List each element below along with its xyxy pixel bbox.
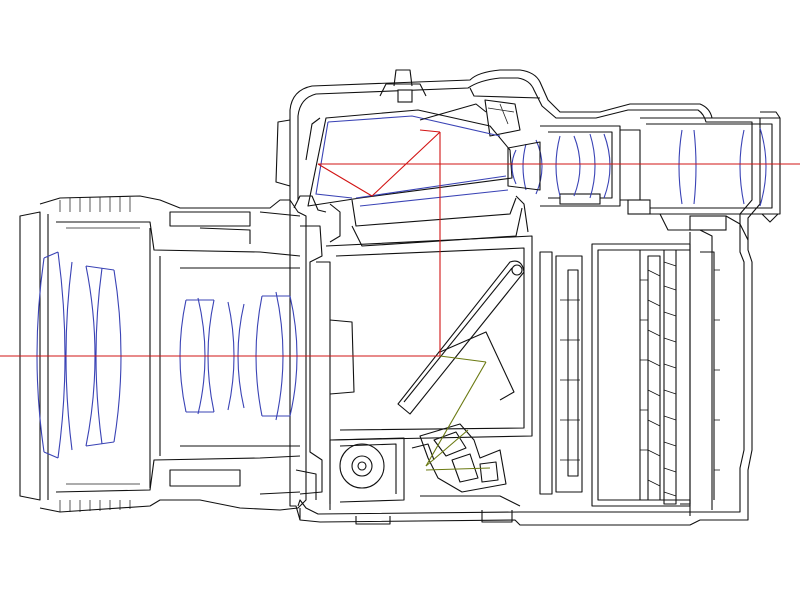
af-ray-3 [425, 429, 469, 467]
shutter-and-sensor [539, 243, 691, 507]
af-ray-2 [425, 361, 487, 467]
mirror-drive-mechanism [295, 437, 521, 525]
af-ray-4 [425, 467, 491, 471]
prism-ray-2 [317, 163, 373, 197]
reflex-mirror [397, 260, 525, 415]
af-ray-1 [439, 355, 487, 363]
circuit-boards [640, 249, 720, 505]
autofocus-path [425, 355, 491, 471]
pentaprism [307, 103, 529, 247]
camera-body [275, 69, 761, 526]
af-sensor-module [411, 423, 507, 493]
eyepiece-lenses [507, 127, 767, 207]
lens-elements [36, 251, 298, 459]
prism-ray-3 [419, 129, 441, 133]
optical-path [0, 129, 800, 357]
eyepiece-assembly [540, 111, 781, 241]
lens-barrel [19, 195, 323, 513]
mirror-box [316, 235, 533, 510]
